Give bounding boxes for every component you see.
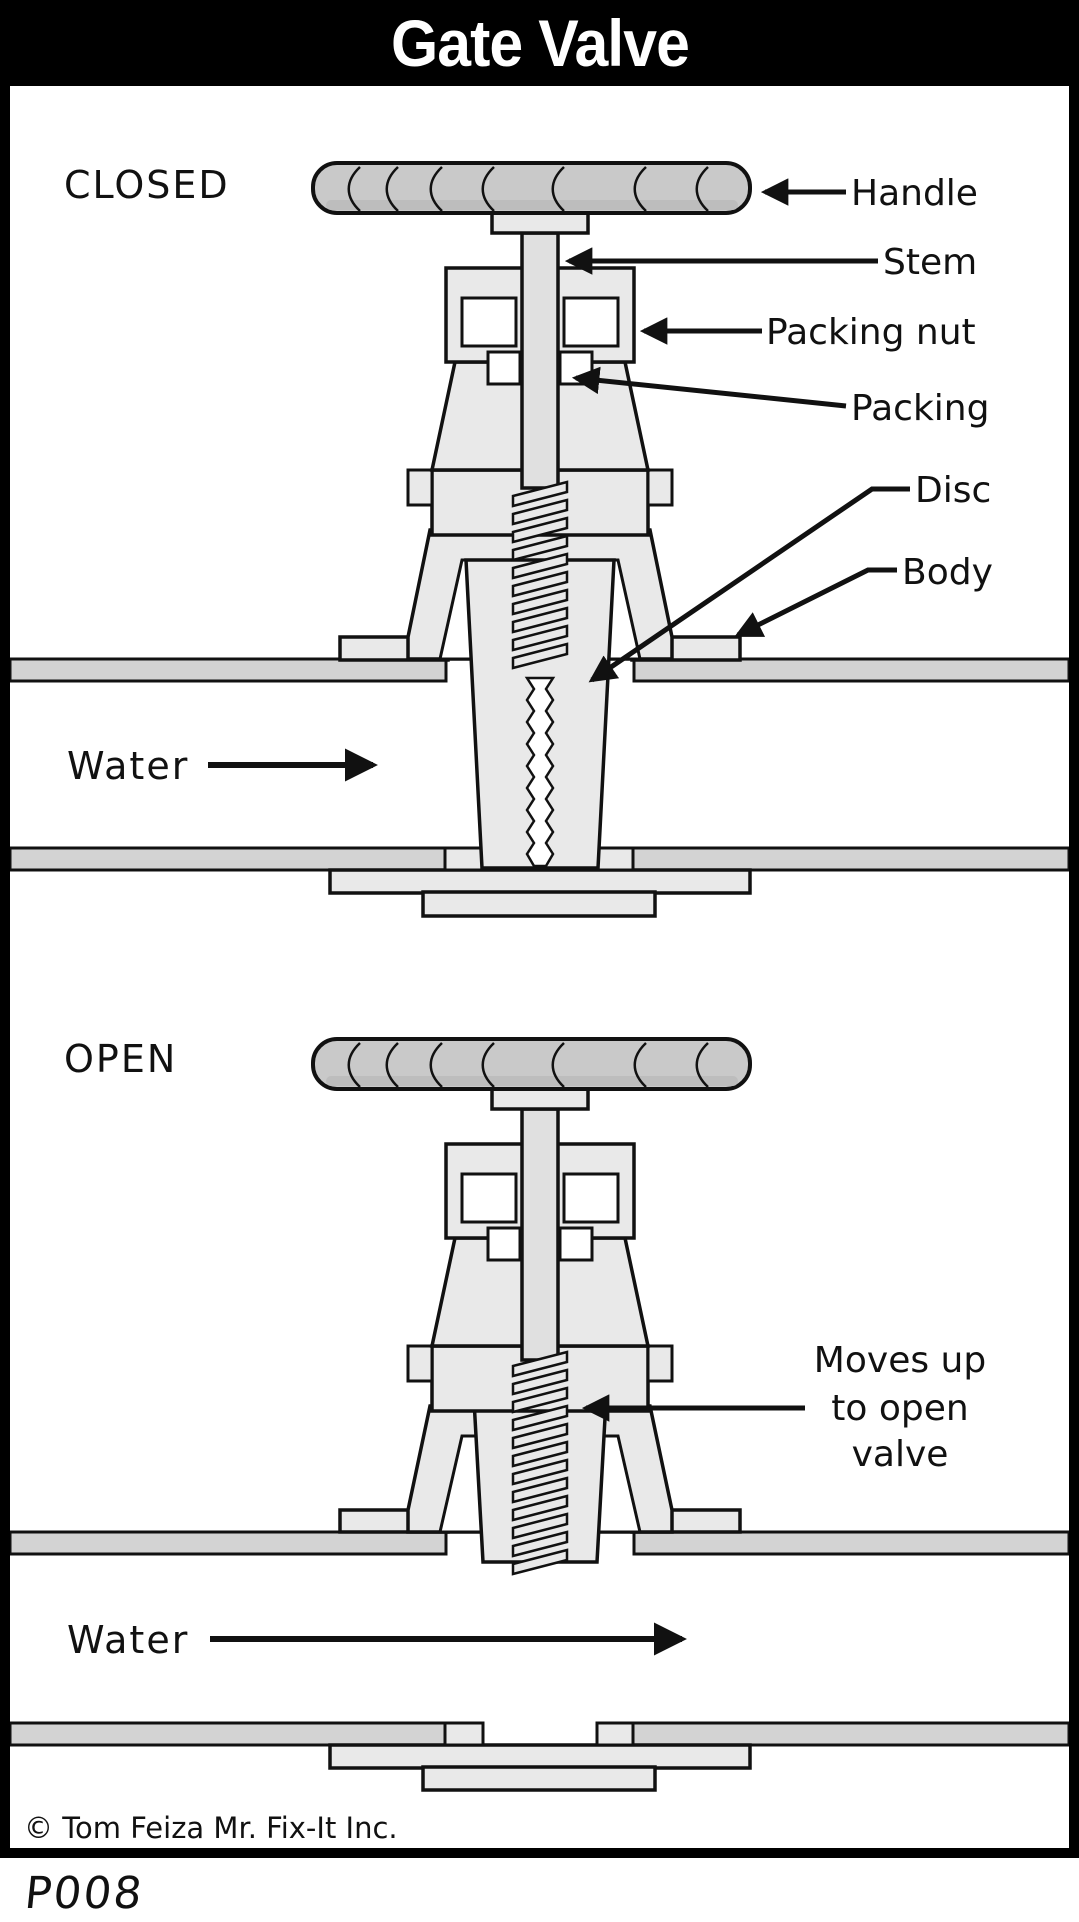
open-valve-diagram: Water OPEN Moves up to open valve — [8, 1037, 1071, 1792]
disc-arrow — [588, 486, 910, 683]
closed-disc-threaded-bore — [524, 676, 556, 868]
frame-border-right — [1069, 86, 1079, 1858]
gate-valve-diagram: Water CLOSED Handle Stem Packing nut Pac… — [0, 86, 1079, 1858]
plate-code: P008 — [22, 1868, 147, 1919]
closed-seat-tab-left — [443, 846, 485, 872]
disc-label: Disc — [915, 470, 991, 511]
closed-seat-tab-right — [595, 846, 635, 872]
open-packing-left — [486, 1226, 522, 1262]
open-handle-shade — [326, 1076, 738, 1086]
open-bonnet-step-left — [406, 1344, 434, 1383]
closed-valve-diagram: Water CLOSED Handle Stem Packing nut Pac… — [8, 161, 1071, 918]
open-handle-hub — [490, 1086, 590, 1111]
body-arrow — [734, 567, 897, 638]
closed-state-label: CLOSED — [64, 163, 230, 207]
closed-handle-hub — [490, 210, 590, 235]
closed-packing-left — [486, 350, 522, 386]
closed-pipe-top-wall-right — [632, 657, 1071, 683]
handle-label: Handle — [851, 173, 978, 214]
closed-bottom-flange-center — [421, 890, 657, 918]
closed-bonnet-step-right — [646, 468, 674, 507]
open-pipe-top-wall-right — [632, 1530, 1071, 1556]
open-packing-cavity-right — [562, 1172, 620, 1224]
open-bonnet-step-right — [646, 1344, 674, 1383]
stem-label: Stem — [883, 242, 977, 283]
copyright-text: © Tom Feiza Mr. Fix-It Inc. — [24, 1811, 398, 1845]
closed-water-label: Water — [67, 744, 189, 788]
open-stem — [520, 1107, 560, 1362]
open-water-label: Water — [67, 1618, 189, 1662]
frame-border-bottom — [0, 1848, 1079, 1858]
open-pipe-top-wall-left — [8, 1530, 448, 1556]
open-bottom-flange-center — [421, 1765, 657, 1792]
moves-up-note-line2: to open — [831, 1388, 968, 1429]
packing-label: Packing — [851, 388, 989, 429]
closed-bottom-flange-wide — [328, 868, 752, 895]
frame-border-left — [0, 86, 10, 1858]
closed-bonnet-step-left — [406, 468, 434, 507]
open-packing-cavity-left — [460, 1172, 518, 1224]
closed-pipe-bottom-wall-right — [595, 846, 1071, 872]
open-bottom-flange-wide — [328, 1743, 752, 1770]
closed-packing-cavity-left — [460, 296, 518, 348]
closed-stem — [520, 231, 560, 490]
open-packing-right — [558, 1226, 594, 1262]
packing-arrow — [571, 366, 847, 409]
title-bar: Gate Valve — [0, 0, 1079, 86]
open-seat-tab-left — [443, 1721, 485, 1747]
open-pipe-bottom-wall-right — [595, 1721, 1071, 1747]
body-label: Body — [902, 552, 993, 593]
page-title: Gate Valve — [390, 6, 690, 80]
closed-packing-cavity-right — [562, 296, 620, 348]
moves-up-note-line3: valve — [852, 1434, 949, 1475]
moves-up-note-line1: Moves up — [814, 1340, 986, 1381]
closed-pipe-top-wall-left — [8, 657, 448, 683]
packing-nut-label: Packing nut — [766, 312, 976, 353]
open-pipe-bottom-wall-left — [8, 1721, 485, 1747]
closed-handle-shade — [326, 200, 738, 210]
closed-pipe-bottom-wall-left — [8, 846, 485, 872]
open-state-label: OPEN — [64, 1037, 177, 1081]
open-seat-tab-right — [595, 1721, 635, 1747]
open-wedge-disc — [472, 1398, 608, 1564]
